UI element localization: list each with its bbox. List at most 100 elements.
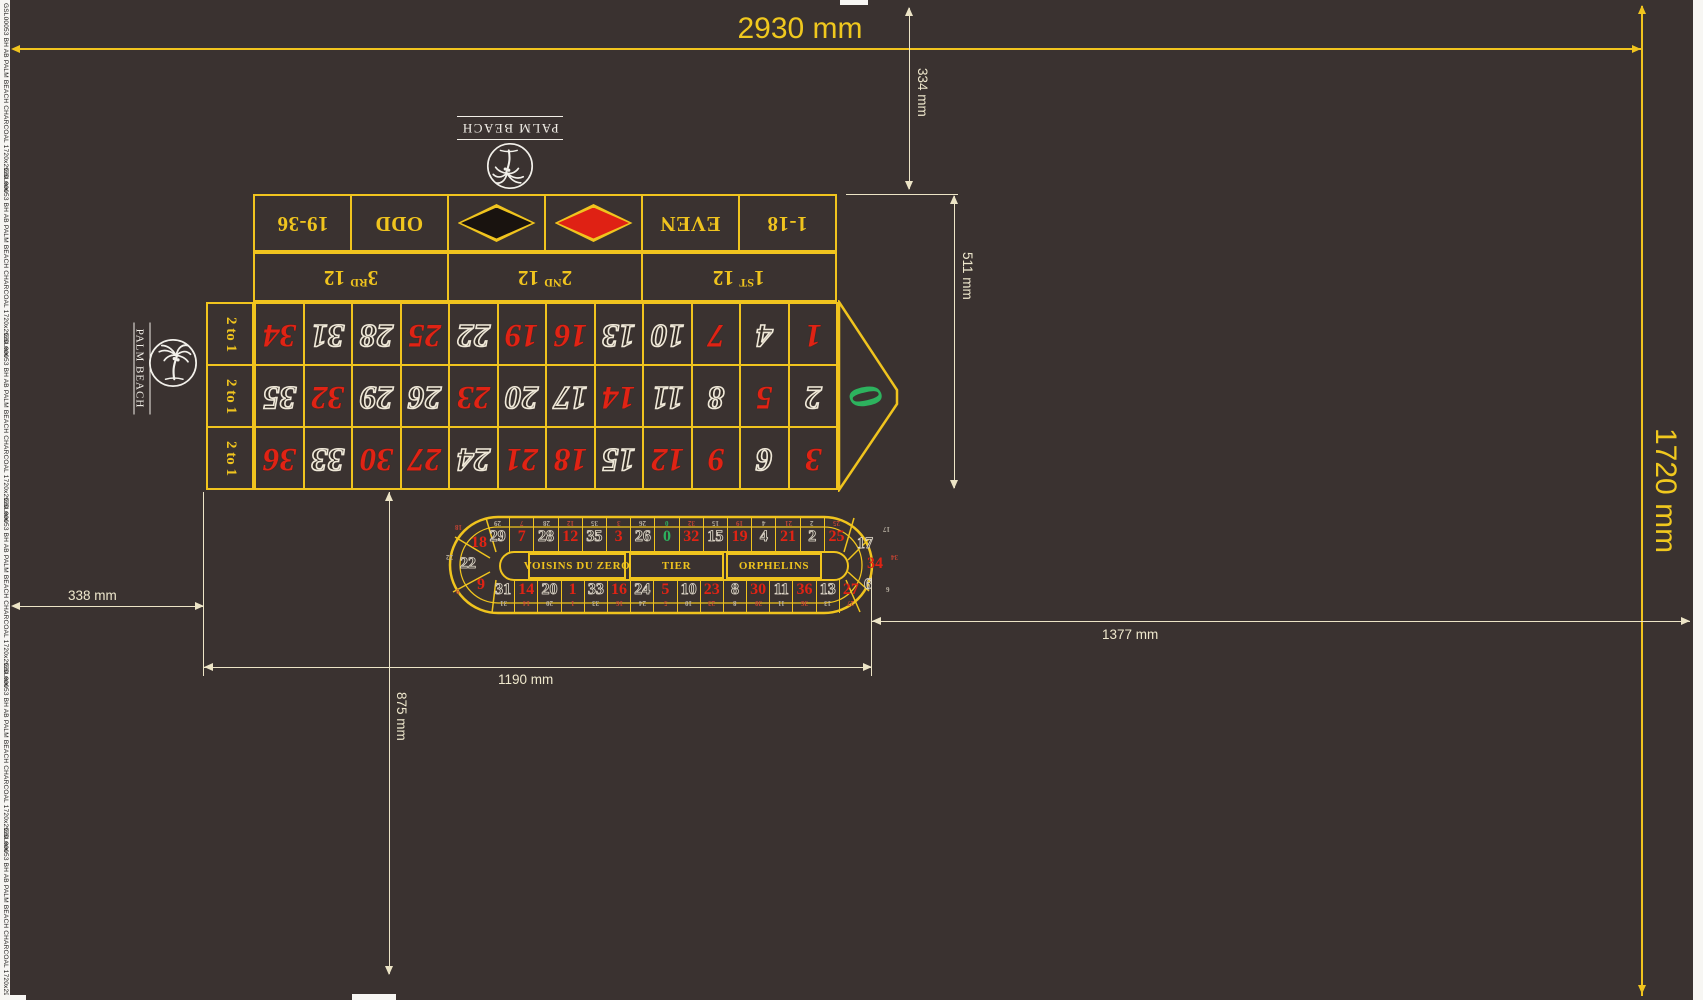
dim-arrow bbox=[905, 181, 913, 190]
racetrack-cell: 36 36 bbox=[792, 580, 815, 613]
racetrack-bottom-row: 31 31 14 14 20 20 1 1 33 33 16 16 24 24 bbox=[492, 580, 862, 613]
racetrack-cell: 3 3 bbox=[606, 518, 630, 552]
racetrack-cell: 4 4 bbox=[751, 518, 775, 552]
racetrack-cell: 35 35 bbox=[581, 518, 606, 552]
number-cell: 35 bbox=[262, 378, 297, 416]
edge-production-text: GSL00053 BH AB PALM BEACH CHARCOAL 1720x… bbox=[2, 3, 9, 192]
racetrack-cell: 13 13 bbox=[815, 580, 839, 613]
zero-pentagon bbox=[838, 300, 899, 492]
dim-ext-line bbox=[846, 194, 958, 195]
dim-layout-length-line bbox=[204, 667, 872, 668]
number-cell: 16 bbox=[545, 304, 594, 364]
racetrack-outer-number: 22 bbox=[445, 553, 453, 561]
racetrack-outline bbox=[448, 515, 874, 615]
edge-production-text: GSL00053 BH AB PALM BEACH CHARCOAL 1720x… bbox=[2, 333, 9, 522]
racetrack-cell: 23 23 bbox=[699, 580, 723, 613]
racetrack-top-row: 29 29 7 7 28 28 12 12 35 35 3 3 26 26 0 bbox=[486, 518, 848, 552]
racetrack-cell: 33 33 bbox=[583, 580, 607, 613]
column-bet-cell: 2 to 1 bbox=[208, 364, 252, 426]
number-cell: 21 bbox=[496, 428, 546, 488]
dim-width-line bbox=[20, 48, 1641, 50]
dim-arrow bbox=[385, 492, 393, 501]
edge-production-text: GSL00053 BH AB PALM BEACH CHARCOAL 1720x… bbox=[2, 663, 9, 852]
number-cell: 9 bbox=[690, 428, 740, 488]
racetrack-cell: 15 15 bbox=[702, 518, 727, 552]
number-cell: 34 bbox=[262, 316, 296, 353]
number-cell: 14 bbox=[593, 366, 643, 426]
number-cell: 33 bbox=[302, 428, 352, 488]
edge-mark bbox=[0, 995, 26, 1000]
racetrack-outer-number: 9 bbox=[456, 587, 460, 595]
number-cell: 13 bbox=[593, 304, 643, 364]
number-cell: 32 bbox=[302, 366, 352, 426]
number-cell: 19 bbox=[496, 304, 546, 364]
dim-bottom-offset-line bbox=[389, 492, 390, 974]
racetrack-outer-number: 34 bbox=[890, 553, 898, 561]
racetrack-cell: 0 0 bbox=[654, 518, 678, 552]
dim-layout-height-line bbox=[954, 196, 955, 488]
dim-height-line bbox=[1641, 6, 1643, 996]
dim-bottom-offset-label: 875 mm bbox=[394, 692, 409, 741]
dim-arrow bbox=[1638, 985, 1646, 994]
black-diamond-icon bbox=[457, 204, 536, 242]
number-cell: 12 bbox=[642, 428, 691, 488]
racetrack-cell: 9 bbox=[477, 576, 485, 593]
dim-top-offset-label: 334 mm bbox=[915, 68, 930, 117]
dim-width-label: 2930 mm bbox=[737, 12, 863, 45]
dim-arrow bbox=[385, 966, 393, 975]
number-cell: 31 bbox=[302, 304, 352, 364]
racetrack-cell: 34 bbox=[867, 555, 883, 572]
number-cell: 3 bbox=[787, 428, 837, 488]
racetrack-cell: 31 31 bbox=[495, 581, 512, 607]
dim-arrow bbox=[872, 617, 881, 625]
racetrack-cell: 14 14 bbox=[514, 580, 537, 613]
number-cell: 22 bbox=[448, 304, 497, 364]
bet-even: EVEN bbox=[641, 196, 738, 250]
bet-1-18: 1-18 bbox=[738, 196, 835, 250]
number-cell: 5 bbox=[739, 366, 788, 426]
racetrack-cell: 11 11 bbox=[769, 580, 792, 613]
racetrack-cell: 28 28 bbox=[533, 518, 557, 552]
dim-arrow bbox=[195, 602, 204, 610]
racetrack-outer-number: 6 bbox=[886, 585, 890, 593]
dim-right-offset-line bbox=[872, 621, 1690, 622]
number-cell: 15 bbox=[593, 428, 643, 488]
racetrack-cell: 32 32 bbox=[678, 518, 703, 552]
dim-arrow bbox=[1681, 617, 1690, 625]
racetrack-cell: 6 bbox=[864, 576, 873, 593]
racetrack-cell: 12 12 bbox=[557, 518, 582, 552]
dim-arrow bbox=[1638, 5, 1646, 14]
grid-row-1: 34 31 28 25 22 19 16 13 10 7 4 1 bbox=[256, 304, 836, 364]
racetrack-cell: 10 10 bbox=[676, 580, 700, 613]
bet-19-36: 19-36 bbox=[276, 211, 329, 236]
number-cell: 20 bbox=[496, 366, 546, 426]
call-bet-orphelins: ORPHELINS bbox=[726, 553, 822, 579]
bet-black-diamond bbox=[447, 196, 544, 250]
left-edge-strip: GSL00053 BH AB PALM BEACH CHARCOAL 1720x… bbox=[0, 0, 10, 1000]
number-cell: 17 bbox=[545, 366, 594, 426]
number-grid: 34 31 28 25 22 19 16 13 10 7 4 1 35 32 2… bbox=[254, 302, 838, 490]
dozens-row: 3RD 12 2ND 12 1ST 12 bbox=[253, 252, 837, 302]
number-cell: 30 bbox=[351, 428, 400, 488]
palm-beach-logo: PALM BEACH bbox=[452, 104, 568, 190]
outside-bets-row: 19-36 ODD EVEN 1-18 bbox=[253, 194, 837, 252]
number-cell: 7 bbox=[690, 304, 740, 364]
racetrack-cell: 30 30 bbox=[746, 580, 769, 613]
zero-number: 0 bbox=[837, 375, 894, 417]
racetrack-cell: 25 25 bbox=[823, 518, 848, 552]
zero-cell: 0 bbox=[837, 366, 894, 426]
racetrack-cell: 22 bbox=[460, 555, 477, 572]
number-cell: 24 bbox=[448, 428, 497, 488]
racetrack-cell: 29 29 bbox=[489, 519, 506, 545]
number-cell: 25 bbox=[399, 304, 449, 364]
number-cell: 28 bbox=[351, 304, 400, 364]
palm-tree-icon bbox=[149, 339, 197, 387]
racetrack-outer-number: 18 bbox=[454, 523, 462, 531]
dozen-bet: 3RD 12 bbox=[323, 265, 379, 290]
dim-ext-line bbox=[203, 492, 204, 676]
dim-layout-length-label: 1190 mm bbox=[498, 672, 554, 687]
column-bet-cell: 2 to 1 bbox=[222, 316, 239, 352]
racetrack-cell: 20 20 bbox=[537, 580, 560, 613]
racetrack-cell: 1 1 bbox=[560, 580, 584, 613]
racetrack-cell: 7 7 bbox=[509, 518, 533, 552]
